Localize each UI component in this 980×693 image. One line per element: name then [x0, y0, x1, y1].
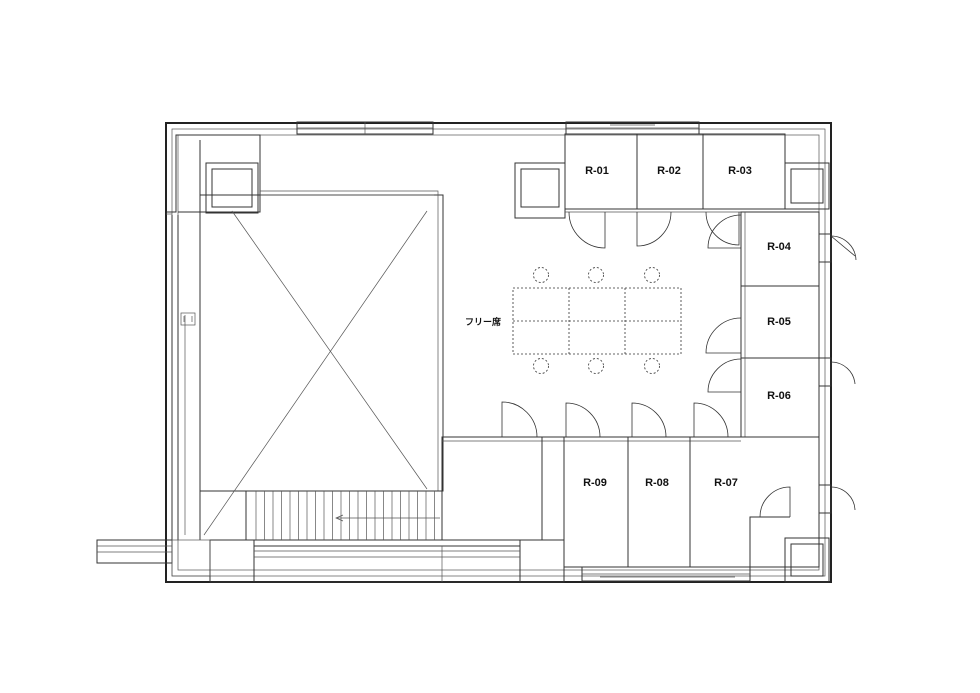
- void-area: [166, 190, 444, 540]
- rooms-bottom: [442, 436, 820, 568]
- bottom-corridor: [253, 436, 543, 583]
- free-seating-label: フリー席: [465, 316, 501, 328]
- room-label-r06: R-06: [767, 390, 791, 402]
- room-label-r02: R-02: [657, 165, 681, 177]
- bottom-window: [581, 566, 751, 582]
- room-label-r07: R-07: [714, 477, 738, 489]
- exterior-walls: [165, 122, 832, 583]
- entrance-ramp: [96, 539, 211, 577]
- left-wall: [171, 215, 196, 540]
- room-label-r04: R-04: [767, 241, 792, 253]
- room-label-r03: R-03: [728, 165, 752, 177]
- staircase: [245, 490, 443, 541]
- doors: [501, 211, 857, 518]
- room-label-r09: R-09: [583, 477, 607, 489]
- free-seating-tables: [512, 287, 682, 355]
- free-seating-chairs: [533, 267, 660, 374]
- top-window-left: [296, 121, 434, 135]
- columns: [205, 162, 830, 583]
- room-label-r05: R-05: [767, 316, 791, 328]
- room-label-r01: R-01: [585, 165, 609, 177]
- room-label-r08: R-08: [645, 477, 669, 489]
